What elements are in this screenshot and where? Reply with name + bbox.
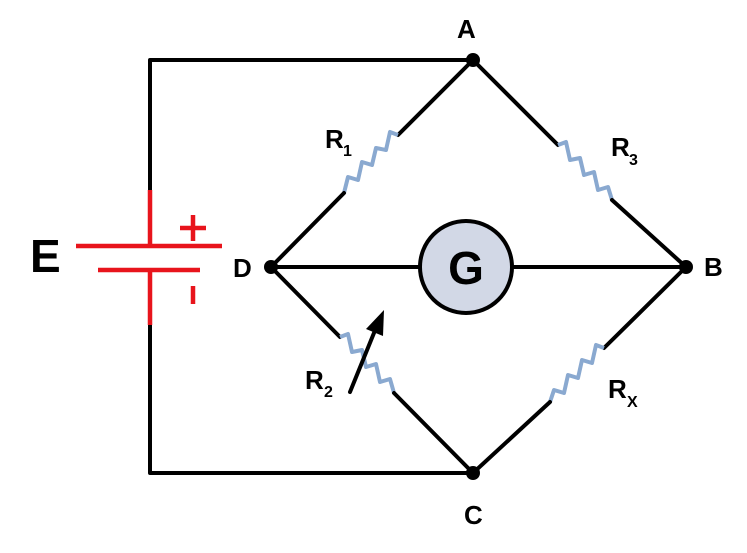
variable-arrow-shaft [348,326,378,394]
wire-rx-to-c [471,400,552,475]
node-c [466,466,480,480]
wire-r3-to-b [610,198,688,269]
galvanometer-label: G [448,242,484,294]
battery-symbol [76,190,222,325]
r1-subscript: 1 [343,143,352,160]
r3-subscript: 3 [629,152,638,169]
variable-arrow-head [366,310,384,336]
rx-label: R [608,374,627,404]
node-a [466,53,480,67]
node-d [264,260,278,274]
resistor-r1 [342,130,399,194]
node-b-label: B [704,252,723,282]
wire-d-to-r2 [269,265,342,339]
wire-a-to-r1 [396,58,475,137]
resistor-rx [548,343,605,403]
r2-subscript: 2 [324,384,333,401]
source-label: E [30,230,61,282]
resistor-r3 [557,140,614,201]
node-c-label: C [464,500,483,530]
galvanometer [418,219,514,315]
wire-b-to-rx [602,265,688,350]
wire-r1-to-d [269,191,346,269]
r1-label: R [325,124,344,154]
wire-battery-bottom-to-c [148,323,475,475]
node-d-label: D [233,253,252,283]
node-b [679,260,693,274]
resistor-r2 [339,332,396,394]
node-a-label: A [457,14,476,44]
r3-label: R [611,132,630,162]
wire-battery-top-to-a [148,58,475,192]
rx-subscript: X [627,394,638,411]
wire-r2-to-c [392,391,475,475]
r2-label: R [305,365,324,395]
wire-a-to-r3 [471,58,560,147]
